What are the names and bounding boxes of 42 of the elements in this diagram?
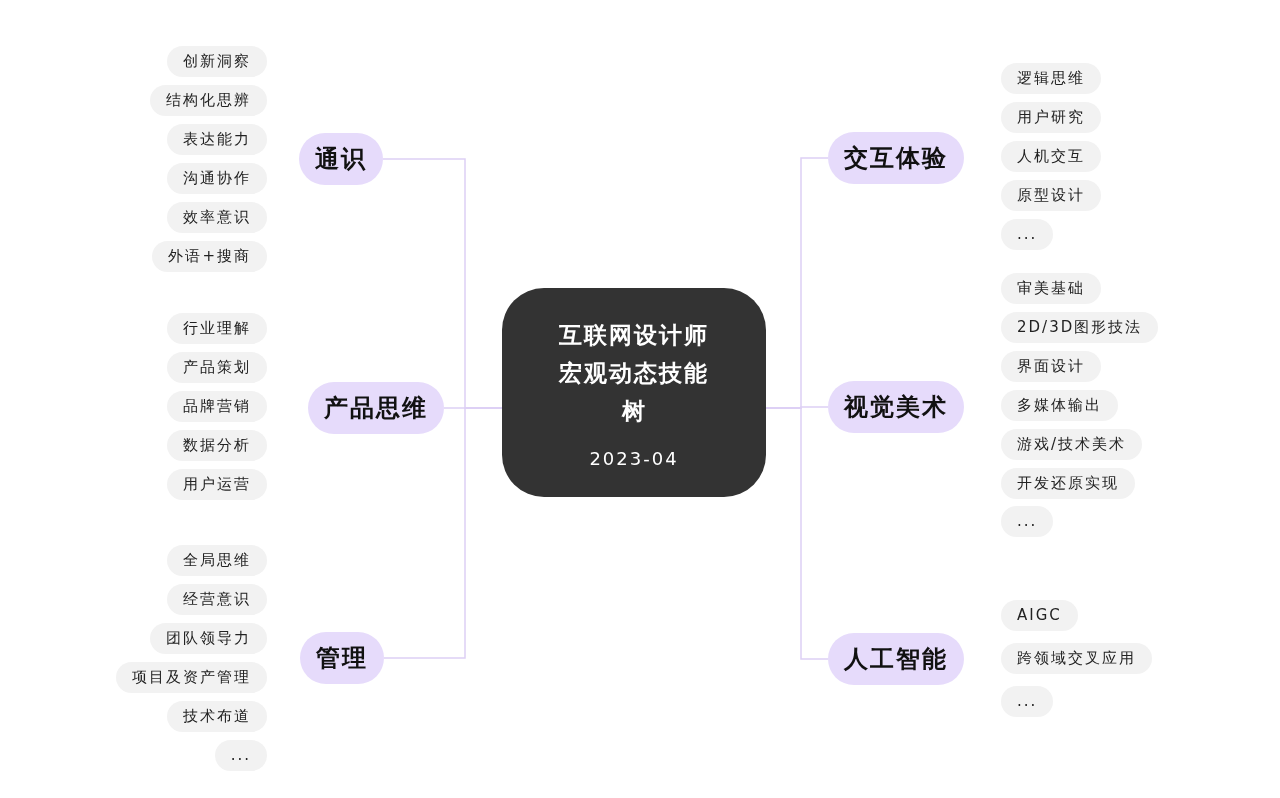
center-node	[502, 288, 766, 497]
skill-tag: 开发还原实现	[1001, 467, 1135, 499]
title-text: 互联网设计师宏观动态技能树	[557, 321, 710, 426]
skill-tag: ...	[1001, 685, 1054, 717]
skill-tag: 用户运营	[167, 468, 267, 500]
skill-tag: 品牌营销	[167, 390, 267, 422]
skill-tag: 界面设计	[1001, 350, 1101, 382]
skill-tag: 跨领域交叉应用	[1001, 642, 1152, 674]
skill-tag: 逻辑思维	[1001, 62, 1101, 94]
skill-tag: ...	[1001, 505, 1054, 537]
skill-tag: ...	[214, 739, 267, 771]
skill-tag: 人机交互	[1001, 140, 1101, 172]
date-text: 2023-04	[589, 448, 679, 469]
skill-tag: 技术布道	[167, 700, 267, 732]
skill-tag: 效率意识	[167, 201, 267, 233]
skill-tag: 2D/3D图形技法	[1001, 311, 1159, 343]
branch-node: 交互体验	[828, 132, 964, 184]
skill-tag: AIGC	[1001, 599, 1078, 631]
skill-tag: 创新洞察	[167, 45, 267, 77]
branch-node: 通识	[299, 133, 383, 185]
branch-node: 管理	[300, 632, 384, 684]
skill-tag: 结构化思辨	[150, 84, 267, 116]
skill-tag: 游戏/技术美术	[1001, 428, 1143, 460]
skill-tag: 产品策划	[167, 351, 267, 383]
skill-tag: 全局思维	[167, 544, 267, 576]
skill-tag: 数据分析	[167, 429, 267, 461]
skill-tag: 团队领导力	[150, 622, 267, 654]
skill-tag: 外语+搜商	[152, 240, 267, 272]
skill-tag: 沟通协作	[167, 162, 267, 194]
branch-node: 人工智能	[828, 633, 964, 685]
skill-tag: 原型设计	[1001, 179, 1101, 211]
skill-tag: 项目及资产管理	[116, 661, 267, 693]
skill-tag: 用户研究	[1001, 101, 1101, 133]
branch-node: 视觉美术	[828, 381, 964, 433]
skill-tag: 多媒体输出	[1001, 389, 1118, 421]
skill-tag: 审美基础	[1001, 272, 1101, 304]
skill-tag: 行业理解	[167, 312, 267, 344]
skill-tag: 经营意识	[167, 583, 267, 615]
branch-node: 产品思维	[308, 382, 444, 434]
skill-tag: ...	[1001, 218, 1054, 250]
connector-line	[765, 407, 829, 660]
skill-tag: 表达能力	[167, 123, 267, 155]
